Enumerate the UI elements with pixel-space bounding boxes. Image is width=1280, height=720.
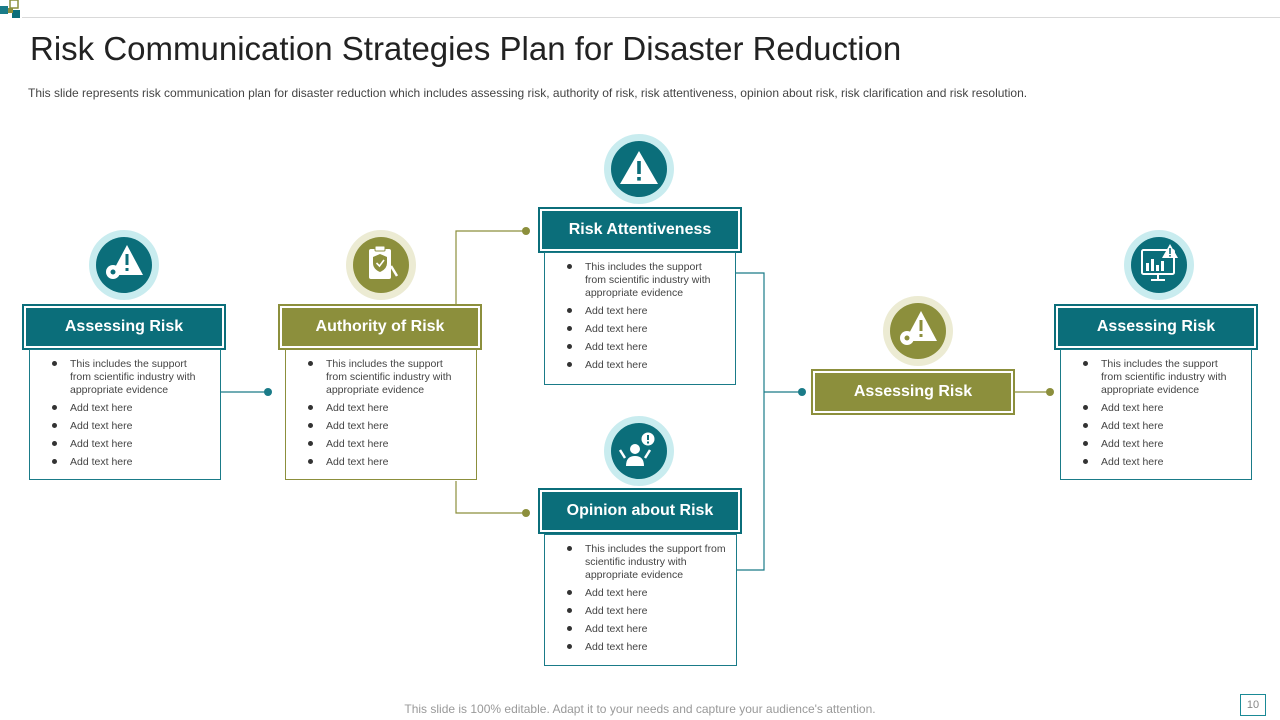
list-item: This includes the support from scientifi… <box>567 543 726 581</box>
page-title: Risk Communication Strategies Plan for D… <box>30 30 902 67</box>
list-item: Add text here <box>308 456 466 469</box>
list-item: Add text here <box>567 641 726 654</box>
list-item: Add text here <box>1083 456 1241 469</box>
node-icon-circle <box>604 134 674 204</box>
list-item: Add text here <box>567 605 726 618</box>
top-divider <box>22 17 1280 18</box>
node-header-authority-of-risk: Authority of Risk <box>278 304 482 350</box>
node-icon-circle <box>1124 230 1194 300</box>
list-item: This includes the support from scientifi… <box>52 358 210 397</box>
connector-bracket <box>736 272 765 571</box>
node-details-box: This includes the support from scientifi… <box>544 252 736 385</box>
gear-warning-icon <box>106 245 143 279</box>
clipboard-shield-icon <box>369 245 399 279</box>
node-icon-circle <box>604 416 674 486</box>
connector-dot <box>522 509 530 517</box>
node-header-assessing-risk: Assessing Risk <box>1054 304 1258 350</box>
warning-triangle-icon <box>620 151 658 184</box>
list-item: Add text here <box>52 438 210 451</box>
node-icon-circle <box>346 230 416 300</box>
node-header-risk-attentiveness: Risk Attentiveness <box>538 207 742 253</box>
node-icon-circle <box>883 296 953 366</box>
corner-logo-icon <box>0 0 20 18</box>
list-item: Add text here <box>52 420 210 433</box>
list-item: This includes the support from scientifi… <box>1083 358 1241 397</box>
list-item: Add text here <box>308 420 466 433</box>
page-subtitle: This slide represents risk communication… <box>28 86 1028 100</box>
node-header-assessing-risk: Assessing Risk <box>22 304 226 350</box>
connector-authority-bottom <box>455 481 526 514</box>
list-item: Add text here <box>308 402 466 415</box>
list-item: Add text here <box>1083 402 1241 415</box>
list-item: Add text here <box>52 456 210 469</box>
node-details-box: This includes the support from scientifi… <box>1060 349 1252 480</box>
list-item: Add text here <box>567 323 725 336</box>
page-number: 10 <box>1240 694 1266 716</box>
chart-warning-icon <box>1141 244 1178 281</box>
node-details-box: This includes the support from scientifi… <box>29 349 221 480</box>
node-details-box: This includes the support from scientifi… <box>544 534 737 666</box>
list-item: Add text here <box>567 623 726 636</box>
list-item: Add text here <box>1083 420 1241 433</box>
person-alert-icon <box>618 432 655 466</box>
list-item: This includes the support from scientifi… <box>308 358 466 397</box>
connector-dot <box>264 388 272 396</box>
connector-dot <box>1046 388 1054 396</box>
list-item: Add text here <box>567 305 725 318</box>
connector-authority-top <box>455 230 526 304</box>
footer-note: This slide is 100% editable. Adapt it to… <box>404 702 876 716</box>
list-item: Add text here <box>567 341 725 354</box>
gear-warning-icon <box>900 311 937 345</box>
node-icon-circle <box>89 230 159 300</box>
list-item: Add text here <box>52 402 210 415</box>
connector-dot <box>522 227 530 235</box>
list-item: Add text here <box>308 438 466 451</box>
list-item: Add text here <box>567 587 726 600</box>
list-item: This includes the support from scientifi… <box>567 261 725 300</box>
connector-dot <box>798 388 806 396</box>
node-header-opinion-about-risk: Opinion about Risk <box>538 488 742 534</box>
node-details-box: This includes the support from scientifi… <box>285 349 477 480</box>
list-item: Add text here <box>567 359 725 372</box>
list-item: Add text here <box>1083 438 1241 451</box>
node-header-assessing-risk: Assessing Risk <box>811 369 1015 415</box>
